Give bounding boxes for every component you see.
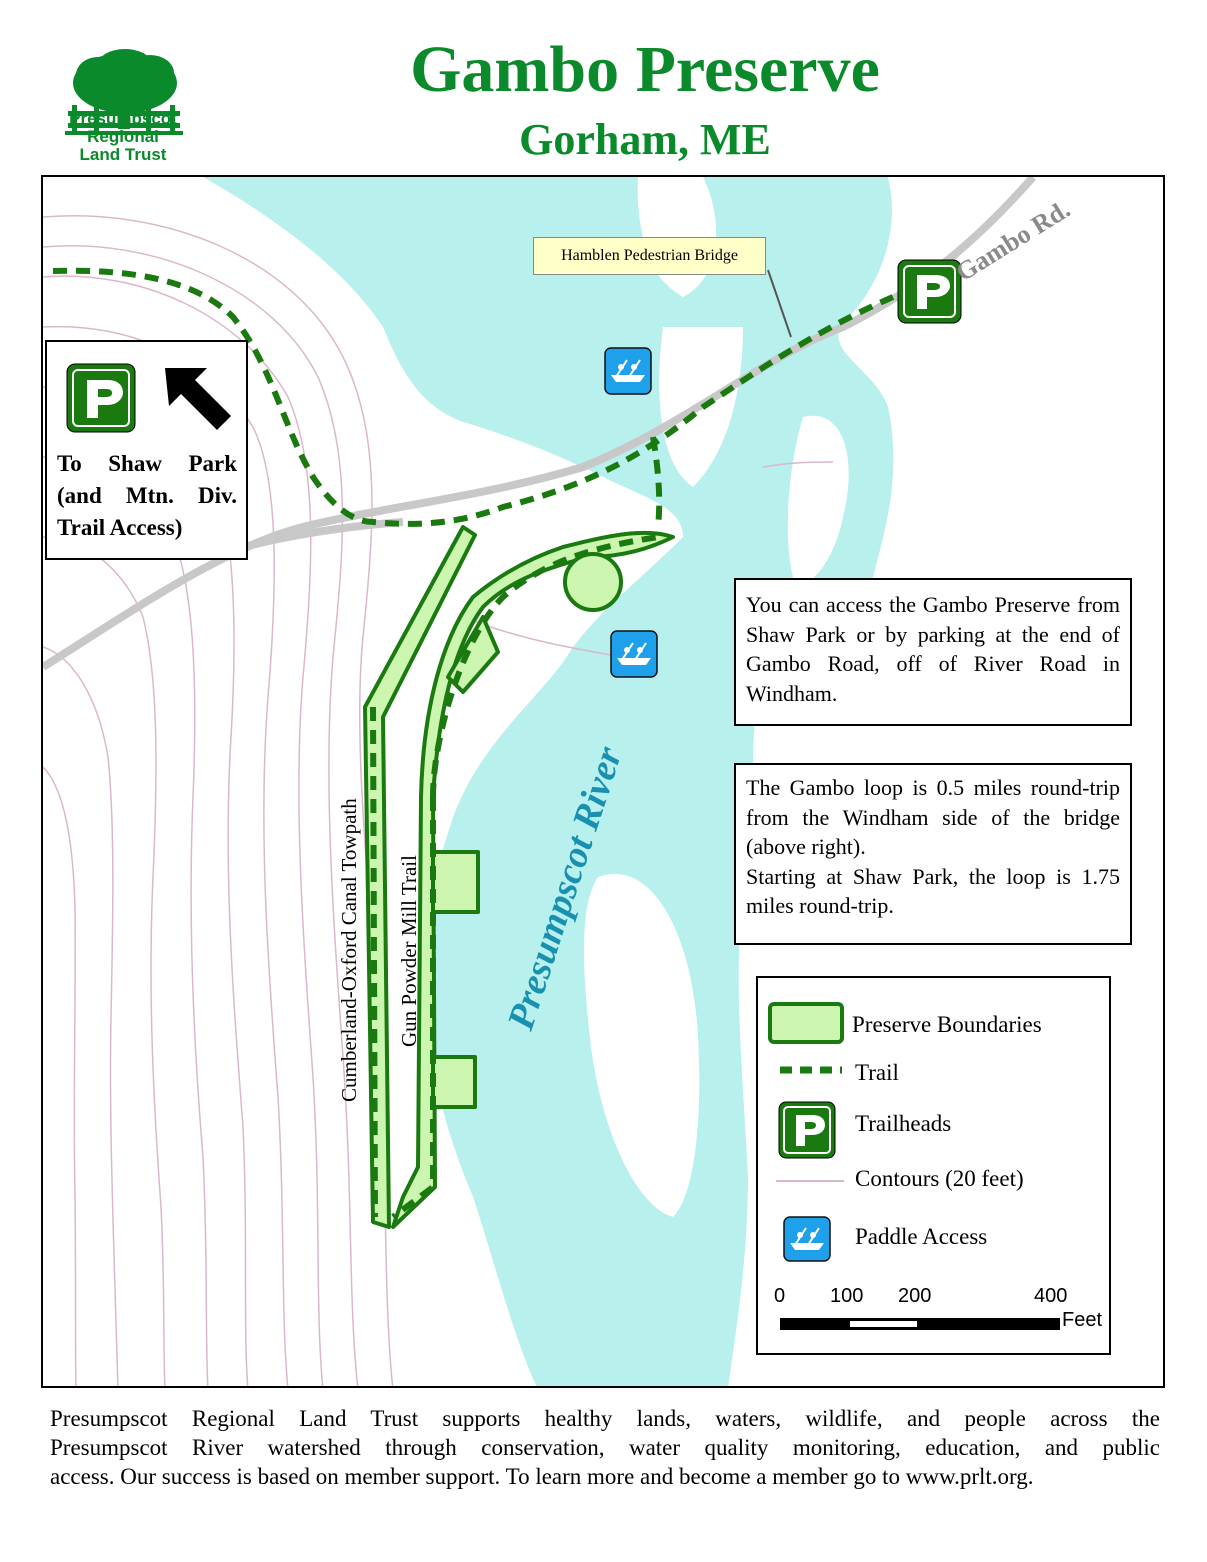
legend-label-trailheads: Trailheads	[855, 1111, 952, 1136]
loop-info-box: The Gambo loop is 0.5 miles round-trip f…	[734, 763, 1132, 945]
access-info-text: You can access the Gambo Preserve from S…	[746, 592, 1120, 706]
loop-info-text-2: Starting at Shaw Park, the loop is 1.75 …	[746, 863, 1120, 919]
scale-tick-200: 200	[898, 1285, 932, 1307]
legend-label-contours: Contours (20 feet)	[855, 1166, 1024, 1191]
page-subtitle: Gorham, ME	[519, 115, 771, 164]
legend-label-preserve: Preserve Boundaries	[852, 1012, 1042, 1037]
map-canvas: Gambo Rd. Presumpscot River Cumberland-O…	[43, 177, 1075, 1386]
scale-tick-400: 400	[1034, 1285, 1068, 1307]
footer-text: Presumpscot Regional Land Trust supports…	[50, 1404, 1160, 1491]
river-water	[203, 177, 894, 1386]
map-panel[interactable]: Gambo Rd. Presumpscot River Cumberland-O…	[41, 175, 1165, 1388]
shaw-park-icons	[66, 363, 231, 433]
trailhead-icon	[778, 1101, 836, 1159]
preserve-swatch	[768, 1002, 844, 1044]
shaw-park-text: To Shaw Park (and Mtn. Div. Trail Access…	[57, 451, 237, 540]
map-legend: Preserve Boundaries Trail Trailheads Con…	[756, 976, 1111, 1355]
scale-bar	[780, 1318, 1060, 1330]
island-lower	[583, 873, 700, 1217]
org-line-3: Land Trust	[79, 145, 167, 164]
paddle-icon	[783, 1216, 831, 1262]
tree-logo-icon	[65, 49, 183, 135]
scale-tick-100: 100	[830, 1285, 864, 1307]
arrow-up-left-icon	[165, 368, 231, 430]
paddle-icon[interactable]	[610, 630, 658, 678]
page-title: Gambo Preserve	[410, 33, 880, 106]
footer-line-1: Presumpscot Regional Land Trust supports…	[50, 1406, 1160, 1431]
org-name: Presumpscot Regional Land Trust	[44, 110, 202, 164]
bridge-pointer	[767, 269, 792, 338]
access-info-box: You can access the Gambo Preserve from S…	[734, 578, 1132, 726]
legend-label-paddle: Paddle Access	[855, 1224, 988, 1249]
mill-trail-label: Gun Powder Mill Trail	[397, 855, 421, 1047]
footer-line-2: Presumpscot River watershed through cons…	[50, 1435, 1160, 1460]
bridge-label: Hamblen Pedestrian Bridge	[533, 237, 766, 275]
trailhead-icon	[66, 363, 136, 433]
footer-line-3: access. Our success is based on member s…	[50, 1464, 1034, 1489]
paddle-icon[interactable]	[604, 347, 652, 395]
legend-label-trail: Trail	[855, 1060, 899, 1085]
shaw-park-panel[interactable]: To Shaw Park (and Mtn. Div. Trail Access…	[45, 340, 248, 560]
legend-symbols	[768, 1002, 1060, 1330]
scale-unit: Feet	[1062, 1309, 1103, 1331]
org-line-1: Presumpscot	[69, 109, 177, 128]
towpath-label: Cumberland-Oxford Canal Towpath	[337, 798, 361, 1102]
island-right	[787, 415, 849, 584]
trailhead-icon[interactable]	[897, 259, 962, 324]
scale-tick-0: 0	[774, 1285, 786, 1307]
loop-info-text-1: The Gambo loop is 0.5 miles round-trip f…	[746, 775, 1120, 859]
trail-network	[52, 267, 895, 1220]
org-line-2: Regional	[87, 127, 159, 146]
